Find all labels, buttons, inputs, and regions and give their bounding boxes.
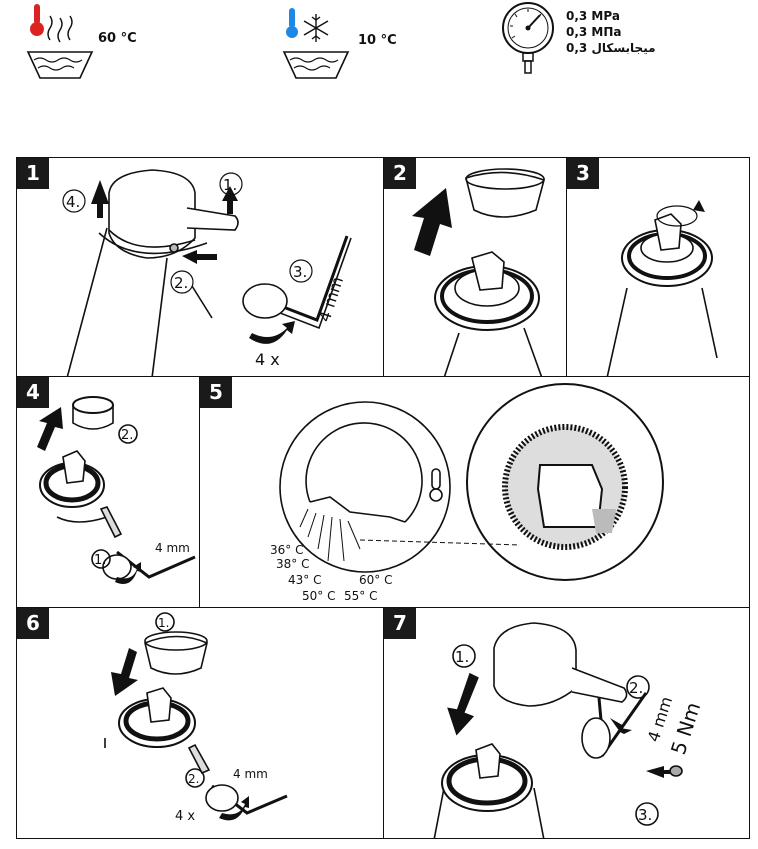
hot-water-icon <box>20 0 100 85</box>
step-panel-1: 1 <box>16 157 384 377</box>
step-number-1: 1 <box>17 158 49 189</box>
temp-55-label: 55° C <box>344 589 377 603</box>
pressure-line-2: 0,3 МПа <box>566 25 622 39</box>
p1-tool-label: 4 mm <box>315 274 347 324</box>
pressure-line-3: 0,3 ميجابسكال <box>566 41 656 55</box>
pressure-line-1: 0,3 MPa <box>566 9 620 23</box>
temp-50-label: 50° C <box>302 589 335 603</box>
temp-38-label: 38° C <box>276 557 309 571</box>
step-number-6: 6 <box>17 608 49 639</box>
temp-43-label: 43° C <box>288 573 321 587</box>
step-panel-3: 3 <box>566 157 750 377</box>
step-panel-6: 6 1. 2. 4 mm 4 x <box>16 607 384 839</box>
p4-step2-label: 2. <box>121 428 133 443</box>
p6-step2-label: 2. <box>188 772 199 786</box>
p6-tool-label: 4 mm <box>233 767 268 781</box>
p1-step2-label: 2. <box>174 274 188 292</box>
p4-step1-label: 1. <box>94 553 106 568</box>
temp-60-label: 60° C <box>359 573 392 587</box>
p7-step3-label: 3. <box>638 806 652 824</box>
p6-step1-label: 1. <box>158 616 169 630</box>
cold-water-icon <box>278 8 358 88</box>
step-panel-5: 5 36° C 38° C 43° C 50° C <box>199 376 750 608</box>
step-panel-7: 7 1. 2. 3. 4 mm 5 Nm <box>383 607 750 839</box>
p4-tool-label: 4 mm <box>155 541 190 555</box>
p6-count-label: 4 x <box>175 809 195 824</box>
cold-temperature-label: 10 °C <box>358 33 397 48</box>
step-number-4: 4 <box>17 377 49 408</box>
step-number-7: 7 <box>384 608 416 639</box>
pressure-text: 0,3 MPa 0,3 МПа 0,3 ميجابسكال <box>566 8 656 56</box>
step-panel-4: 4 2. 1. 4 mm <box>16 376 200 608</box>
step-number-3: 3 <box>567 158 599 189</box>
step-number-2: 2 <box>384 158 416 189</box>
step-panel-2: 2 <box>383 157 567 377</box>
p1-count-label: 4 x <box>255 350 280 369</box>
hot-temperature-label: 60 °C <box>98 31 137 46</box>
p1-step1-label: 1. <box>223 176 237 194</box>
step-number-5: 5 <box>200 377 232 408</box>
pressure-gauge-icon <box>498 0 560 80</box>
p7-step1-label: 1. <box>455 648 469 666</box>
p1-step3-label: 3. <box>293 263 307 281</box>
p1-step4-label: 4. <box>66 193 80 211</box>
temp-36-label: 36° C <box>270 543 303 557</box>
p7-step2-label: 2. <box>629 679 643 697</box>
